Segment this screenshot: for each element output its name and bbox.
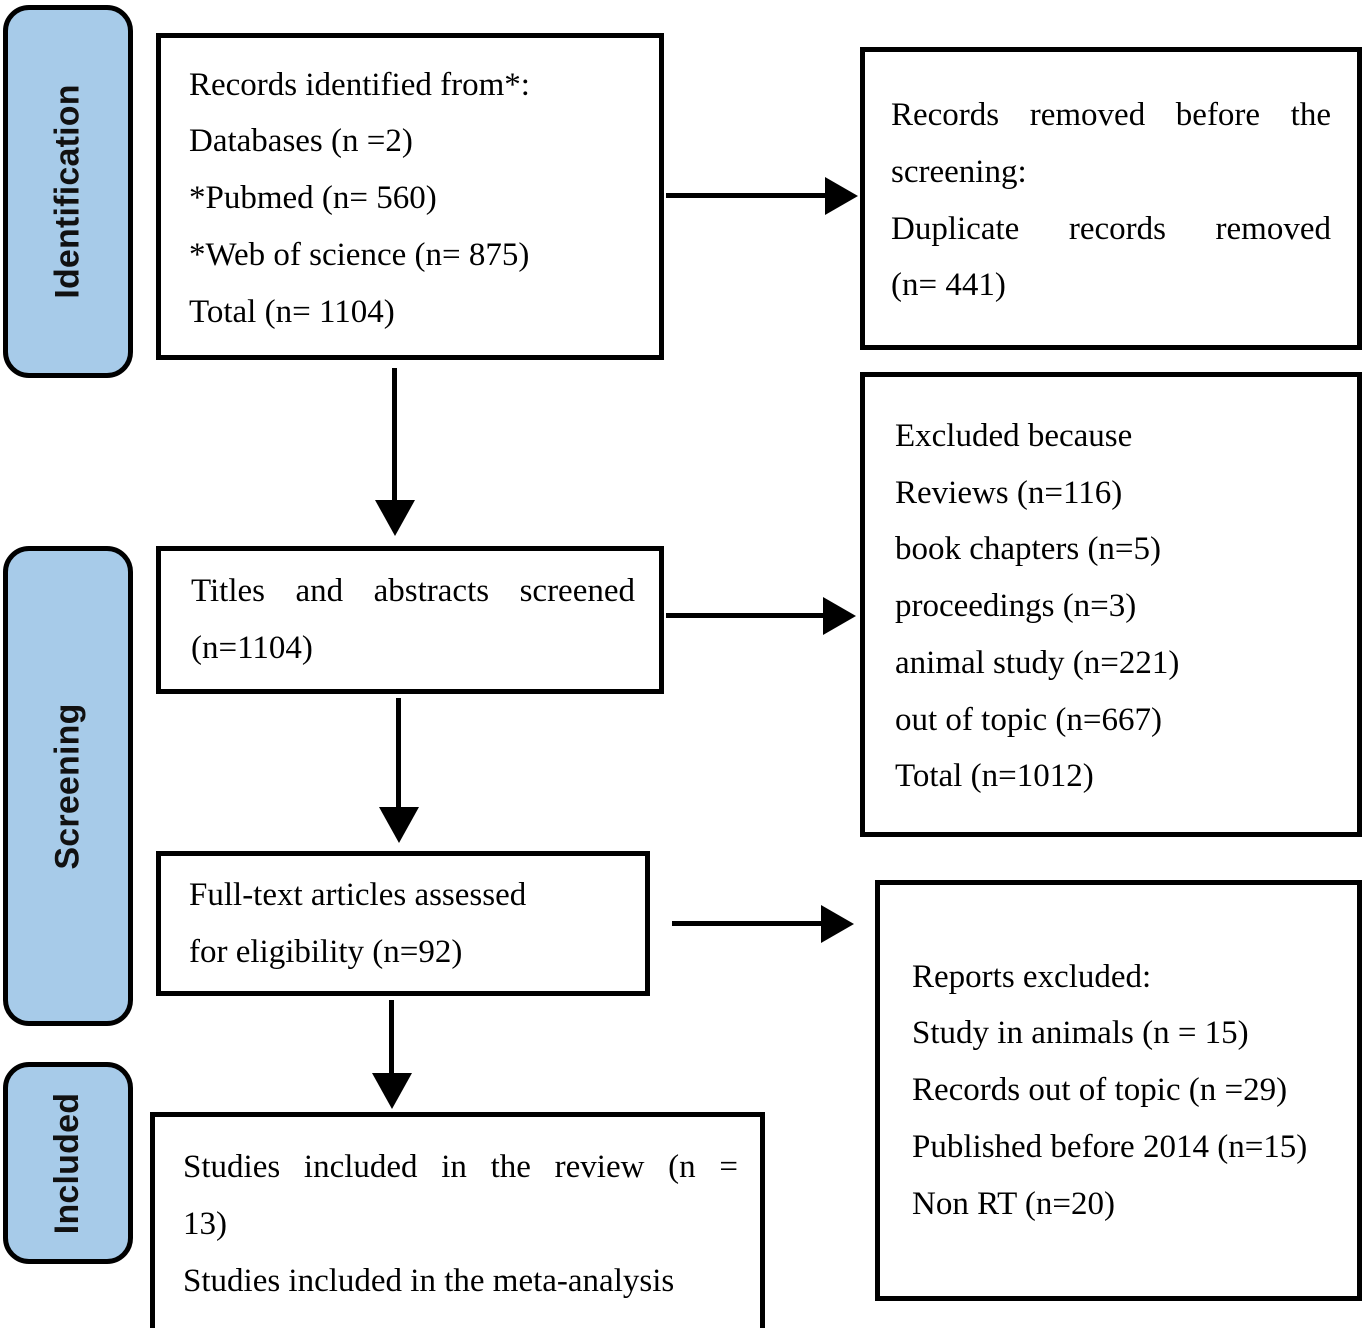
stage-bar-screening: Screening xyxy=(3,546,133,1026)
box-studies-included: Studies included in the review (n = 13) … xyxy=(150,1112,765,1328)
connector-titles-to-fulltext-arrowhead xyxy=(379,807,419,843)
box-studies-included-content: Studies included in the review (n = 13) … xyxy=(155,1117,760,1328)
reports-excluded-line-3: Records out of topic (n =29) xyxy=(912,1072,1288,1109)
box-records-removed-before-screening: Records removed before the screening: Du… xyxy=(860,47,1362,350)
records-removed-line-1: Records removed before the xyxy=(891,97,1331,133)
stage-bar-included: Included xyxy=(3,1062,133,1264)
stage-label-included: Included xyxy=(48,1092,87,1234)
box-records-removed-content: Records removed before the screening: Du… xyxy=(865,52,1357,345)
connector-titles-to-excluded-arrowhead xyxy=(823,597,856,635)
records-removed-line-4: (n= 441) xyxy=(891,267,1006,304)
excluded-because-line-5: animal study (n=221) xyxy=(895,644,1180,681)
reports-excluded-line-1: Reports excluded: xyxy=(912,958,1152,995)
box-records-identified-content: Records identified from*: Databases (n =… xyxy=(161,38,659,355)
records-identified-line-1: Records identified from*: xyxy=(189,66,530,103)
studies-included-line-3: Studies included in the meta-analysis xyxy=(183,1262,675,1299)
connector-fulltext-to-reports-line xyxy=(672,921,830,926)
connector-titles-to-excluded-line xyxy=(666,613,826,618)
connector-identified-to-removed-arrowhead xyxy=(825,177,858,215)
excluded-because-line-6: out of topic (n=667) xyxy=(895,701,1162,738)
reports-excluded-line-2: Study in animals (n = 15) xyxy=(912,1015,1249,1052)
reports-excluded-line-5: Non RT (n=20) xyxy=(912,1185,1116,1222)
excluded-because-line-2: Reviews (n=116) xyxy=(895,474,1123,511)
fulltext-assessed-line-2: for eligibility (n=92) xyxy=(189,933,463,970)
connector-fulltext-to-studies-arrowhead xyxy=(372,1073,412,1109)
connector-titles-to-fulltext-line xyxy=(396,698,401,814)
excluded-because-line-1: Excluded because xyxy=(895,417,1133,454)
studies-included-line-2: 13) xyxy=(183,1205,227,1242)
connector-fulltext-to-studies-line xyxy=(389,1000,394,1080)
titles-abstracts-line-2: (n=1104) xyxy=(191,630,313,666)
excluded-because-line-3: book chapters (n=5) xyxy=(895,531,1162,568)
box-titles-abstracts-content: Titles and abstracts screened (n=1104) xyxy=(161,551,659,689)
stage-label-identification: Identification xyxy=(48,84,87,299)
records-identified-line-3: *Pubmed (n= 560) xyxy=(189,180,437,217)
box-excluded-because: Excluded because Reviews (n=116) book ch… xyxy=(860,372,1362,837)
studies-included-line-1: Studies included in the review (n = xyxy=(183,1149,738,1185)
box-excluded-because-content: Excluded because Reviews (n=116) book ch… xyxy=(865,377,1357,832)
stage-label-screening: Screening xyxy=(48,702,87,870)
box-fulltext-assessed: Full-text articles assessed for eligibil… xyxy=(156,851,650,996)
box-reports-excluded-content: Reports excluded: Study in animals (n = … xyxy=(880,885,1357,1296)
records-removed-line-3: Duplicate records removed xyxy=(891,210,1331,247)
excluded-because-line-4: proceedings (n=3) xyxy=(895,588,1137,625)
box-records-identified: Records identified from*: Databases (n =… xyxy=(156,33,664,360)
fulltext-assessed-line-1: Full-text articles assessed xyxy=(189,876,527,913)
connector-identified-to-removed-line xyxy=(666,193,828,198)
box-titles-abstracts-screened: Titles and abstracts screened (n=1104) xyxy=(156,546,664,694)
connector-identified-to-titles-arrowhead xyxy=(375,500,415,536)
box-fulltext-assessed-content: Full-text articles assessed for eligibil… xyxy=(161,856,645,991)
records-removed-line-2: screening: xyxy=(891,153,1027,190)
records-identified-line-5: Total (n= 1104) xyxy=(189,293,395,330)
box-reports-excluded: Reports excluded: Study in animals (n = … xyxy=(875,880,1362,1301)
reports-excluded-line-4: Published before 2014 (n=15) xyxy=(912,1128,1308,1165)
connector-fulltext-to-reports-arrowhead xyxy=(821,905,854,943)
records-identified-line-2: Databases (n =2) xyxy=(189,123,413,160)
titles-abstracts-line-1: Titles and abstracts screened xyxy=(191,573,635,610)
excluded-because-line-7: Total (n=1012) xyxy=(895,758,1094,795)
connector-identified-to-titles-line xyxy=(392,368,397,508)
records-identified-line-4: *Web of science (n= 875) xyxy=(189,236,530,273)
stage-bar-identification: Identification xyxy=(3,5,133,378)
